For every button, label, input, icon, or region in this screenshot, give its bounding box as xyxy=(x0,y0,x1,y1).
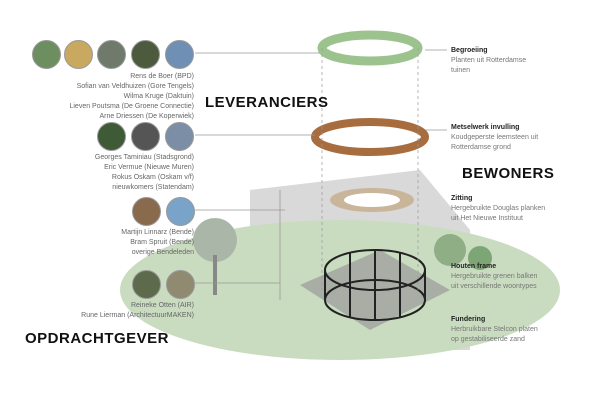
layer-title: Zitting xyxy=(451,195,473,202)
name: Sofian van Veldhuizen (Gore Tengels) xyxy=(76,83,194,90)
avatar xyxy=(131,122,160,151)
name: Rens de Boer (BPD) xyxy=(130,73,194,80)
heading-opdrachtgever: OPDRACHTGEVER xyxy=(25,330,170,347)
layer-desc: Herbruikbare Stelcon platen xyxy=(451,326,538,333)
avatar xyxy=(97,40,126,69)
name: Reineke Otten (AIR) xyxy=(130,302,194,309)
connector-lines xyxy=(195,49,447,300)
layer-desc: Rotterdamse grond xyxy=(451,144,511,151)
name: Arne Driessen (De Koperwiek) xyxy=(99,113,194,120)
name: Georges Taminiau (Stadsgrond) xyxy=(94,154,194,161)
plant-ring xyxy=(317,30,423,66)
name: Wilma Kruge (Daktuin) xyxy=(123,93,194,100)
seating xyxy=(330,188,414,212)
supplier-names-2: Georges Taminiau (Stadsgrond) Eric Vermu… xyxy=(95,153,194,193)
wooden-frame xyxy=(324,249,426,321)
layer-title: Houten frame xyxy=(451,263,497,270)
name: Martijn Linnarz (Bende) xyxy=(121,229,194,236)
layer-desc: Hergebruikte grenen balken xyxy=(451,273,538,280)
avatar xyxy=(166,270,195,299)
layer-title: Fundering xyxy=(451,316,486,323)
avatar xyxy=(165,40,194,69)
layer-desc: uit verschillende woontypes xyxy=(451,283,537,290)
name: nieuwkomers (Statendam) xyxy=(112,184,194,191)
layer-desc: Hergebruikte Douglas planken xyxy=(451,205,546,212)
avatar xyxy=(165,122,194,151)
avatar xyxy=(32,40,61,69)
layer-desc: Koudgeperste leemsteen uit xyxy=(451,134,539,141)
layer-title: Begroeiing xyxy=(451,47,488,54)
layer-title: Metselwerk invulling xyxy=(451,124,520,131)
tree-right xyxy=(434,234,492,270)
resident-names: Martijn Linnarz (Bende) Bram Spruit (Ben… xyxy=(121,228,194,258)
supplier-names-1: Rens de Boer (BPD) Sofian van Veldhuizen… xyxy=(69,72,194,122)
avatar xyxy=(166,197,195,226)
name: overige Bendeleden xyxy=(131,249,194,256)
layer-desc: op gestabiliseerde zand xyxy=(451,336,525,343)
layer-desc: tuinen xyxy=(451,67,471,74)
name: Rune Lierman (ArchitectuurMAKEN) xyxy=(81,312,194,319)
name: Eric Vermue (Nieuwe Muren) xyxy=(104,164,194,171)
layer-desc: Planten uit Rotterdamse xyxy=(451,57,527,64)
avatar xyxy=(97,122,126,151)
layer-desc: uit Het Nieuwe Instituut xyxy=(451,215,523,222)
name: Lieven Poutsma (De Groene Connectie) xyxy=(69,103,194,110)
tree-left xyxy=(193,218,237,295)
heading-bewoners: BEWONERS xyxy=(462,165,555,182)
brick-ring xyxy=(311,118,429,156)
avatar xyxy=(131,40,160,69)
heading-leveranciers: LEVERANCIERS xyxy=(205,94,329,111)
name: Rokus Oskam (Oskam v/f) xyxy=(111,174,194,181)
avatar xyxy=(132,270,161,299)
avatar xyxy=(132,197,161,226)
name: Bram Spruit (Bende) xyxy=(130,239,194,246)
client-names: Reineke Otten (AIR) Rune Lierman (Archit… xyxy=(81,301,194,321)
avatar xyxy=(64,40,93,69)
